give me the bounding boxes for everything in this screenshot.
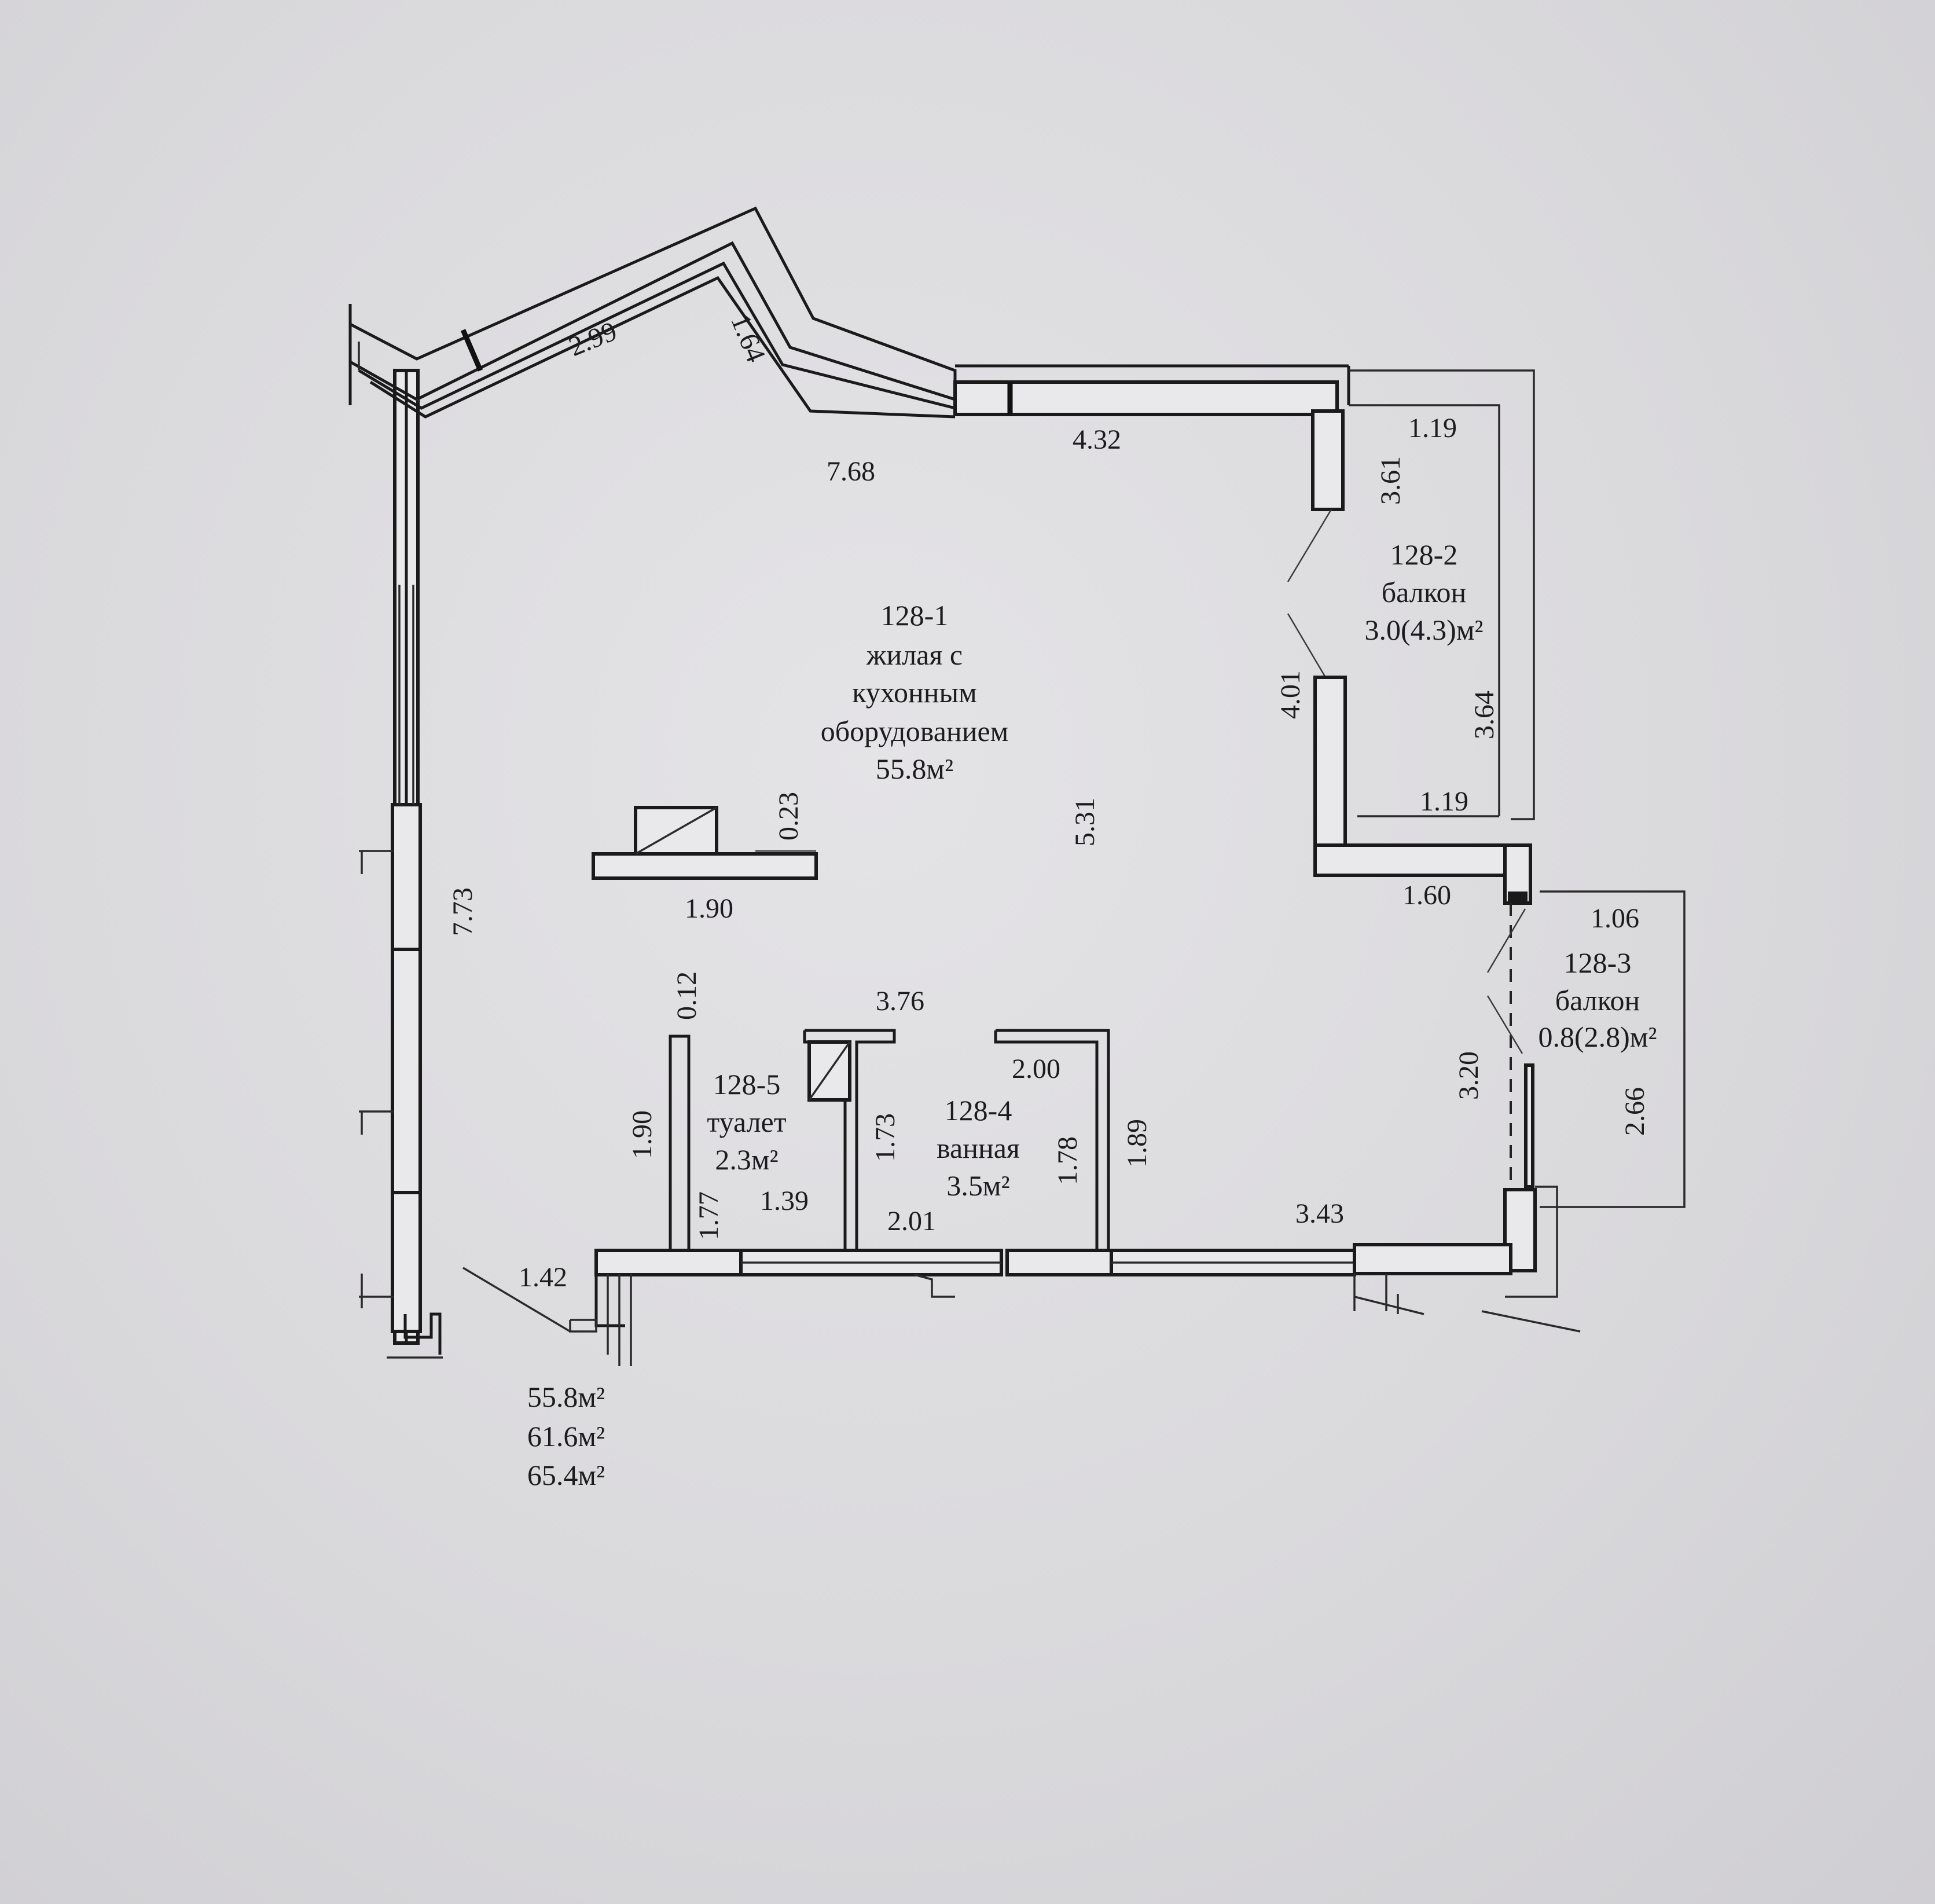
dimension-label: 1.42 [519, 1262, 567, 1293]
room-label-line: 128-2 [1390, 538, 1458, 571]
dimension-label: 3.43 [1295, 1198, 1344, 1229]
total-area-line: 61.6м² [527, 1420, 605, 1452]
room-128-3: 128-3 балкон 0.8(2.8)м² [1539, 947, 1657, 1053]
room-label-line: балкон [1382, 576, 1467, 608]
dimension-label: 1.89 [1122, 1119, 1152, 1168]
room-128-1: 128-1 жилая с кухонным оборудованием 55.… [821, 599, 1009, 785]
room-label-line: 128-5 [713, 1068, 781, 1100]
room-label-line: 3.5м² [946, 1169, 1009, 1202]
room-label-line: балкон [1555, 984, 1640, 1017]
walls [348, 206, 1686, 1366]
dimension-label: 1.39 [760, 1186, 809, 1216]
balcony-128-2-outline [1287, 369, 1535, 820]
dimension-label: 1.64 [725, 310, 772, 366]
room-label-line: жилая с [866, 639, 963, 671]
dimension-label: 1.60 [1402, 880, 1451, 911]
dimension-label: 0.23 [773, 792, 804, 841]
dimension-label: 7.73 [447, 887, 478, 936]
left-wall [359, 369, 443, 1359]
dimension-label: 3.64 [1469, 691, 1500, 739]
room-label-line: туалет [707, 1106, 786, 1138]
dimension-label: 1.19 [1420, 786, 1468, 817]
dimension-label: 2.01 [887, 1206, 936, 1237]
dimension-label: 1.90 [627, 1110, 658, 1159]
dimension-label: 3.61 [1375, 456, 1406, 505]
dimension-label: 1.78 [1052, 1136, 1083, 1185]
room-label-line: ванная [937, 1132, 1020, 1164]
dimension-label: 1.73 [870, 1113, 901, 1162]
room-label-line: 0.8(2.8)м² [1539, 1021, 1657, 1053]
dimension-label: 5.31 [1070, 798, 1100, 846]
dimension-labels: 2.99 1.64 7.68 4.32 1.19 3.61 4.01 3.64 … [447, 310, 1650, 1293]
dimension-label: 3.20 [1453, 1051, 1484, 1100]
bath-partitions [669, 1029, 1110, 1252]
room-128-2: 128-2 балкон 3.0(4.3)м² [1365, 538, 1484, 646]
room-label-line: 128-4 [945, 1094, 1012, 1127]
dimension-label: 7.68 [827, 456, 875, 487]
dimension-label: 2.66 [1620, 1087, 1650, 1136]
room-label-line: оборудованием [821, 715, 1009, 747]
dimension-label: 1.06 [1591, 903, 1639, 934]
total-area-line: 65.4м² [527, 1459, 605, 1491]
bottom-wall [569, 1243, 1512, 1366]
balcony-128-3-outline [1397, 890, 1686, 1333]
room-label-line: кухонным [852, 676, 976, 709]
dimension-label: 1.77 [693, 1191, 724, 1240]
area-totals: 55.8м² 61.6м² 65.4м² [527, 1381, 605, 1491]
top-slanted-wall [348, 206, 957, 419]
room-label-line: 128-3 [1564, 947, 1632, 979]
dimension-label: 4.01 [1275, 670, 1306, 719]
dimension-label: 1.90 [685, 893, 733, 924]
dimension-label: 3.76 [876, 986, 924, 1017]
room-128-4: 128-4 ванная 3.5м² [937, 1094, 1020, 1202]
leader-line [462, 1267, 571, 1333]
room-label-line: 128-1 [881, 599, 949, 632]
room-label-line: 2.3м² [715, 1143, 778, 1176]
kitchen-counter [592, 806, 818, 880]
room-label-line: 55.8м² [876, 753, 953, 785]
right-wall-block [1313, 676, 1532, 905]
total-area-line: 55.8м² [527, 1381, 605, 1413]
room-128-5: 128-5 туалет 2.3м² [707, 1068, 786, 1176]
top-right-wall [953, 364, 1350, 511]
dimension-label: 2.00 [1012, 1054, 1060, 1084]
dimension-label: 0.12 [671, 971, 702, 1020]
room-label-line: 3.0(4.3)м² [1365, 614, 1484, 646]
dimension-label: 1.19 [1408, 413, 1457, 443]
dimension-label: 4.32 [1073, 424, 1121, 455]
